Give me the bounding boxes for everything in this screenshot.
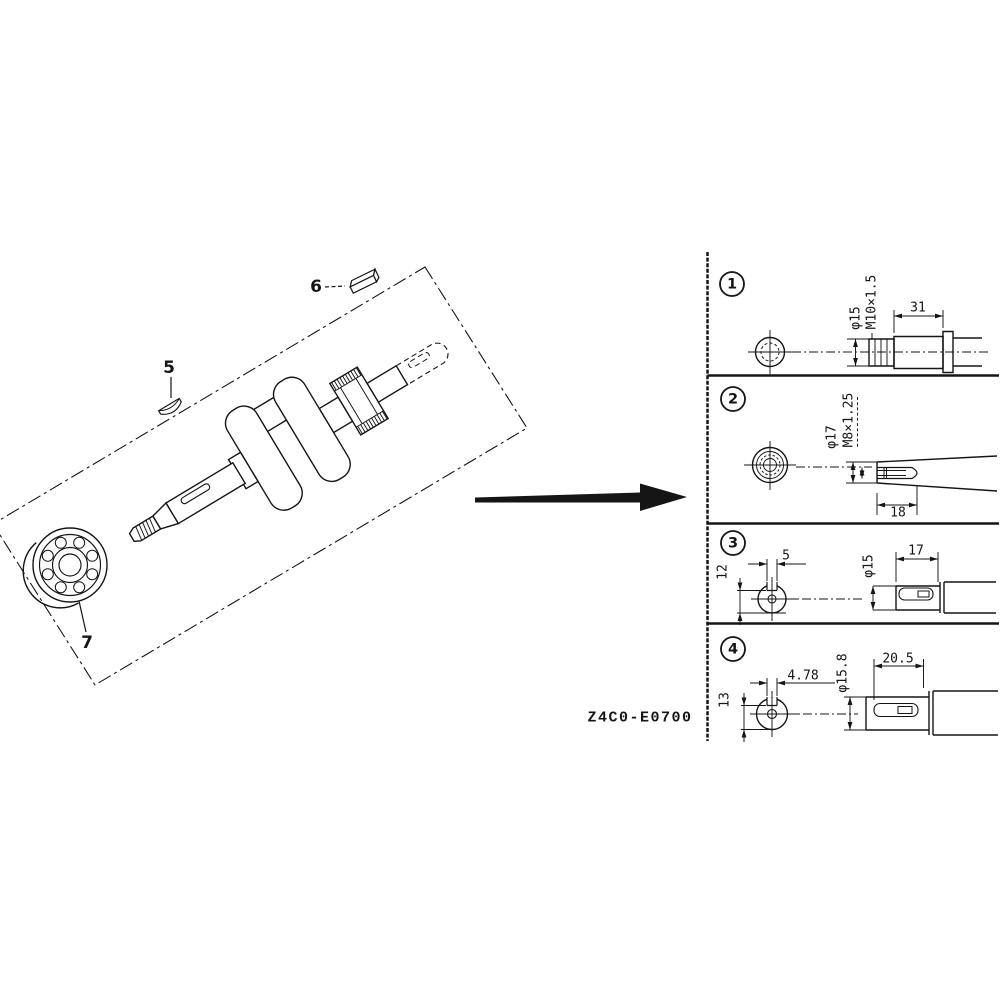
section-3-end-view — [737, 559, 862, 625]
section-4-dim-key-length: 20.5 — [882, 652, 913, 667]
section-1-end-view — [748, 330, 792, 374]
view-boundary — [0, 266, 528, 686]
square-key — [349, 267, 380, 294]
bearing-balls — [41, 536, 99, 594]
section-4-dim-diameter: φ15.8 — [836, 653, 851, 692]
section-2-dim-diameter: φ17 — [825, 425, 840, 448]
crank-web-rear — [272, 376, 351, 483]
section-1-badge: 1 — [719, 271, 745, 297]
woodruff-key — [157, 397, 182, 415]
section-3-dim-key-length: 17 — [908, 544, 924, 559]
journal-keyway — [180, 483, 211, 505]
figure-code: Z4C0-E0700 — [587, 710, 692, 727]
detail-section-1: 1 φ15 M10×1.5 31 — [719, 271, 990, 374]
section-1-dim-diameter: φ15 — [849, 306, 864, 329]
front-journal — [165, 461, 247, 525]
section-2-dim-depth: 18 — [890, 506, 906, 521]
section-4-dim-key-width: 4.78 — [787, 669, 818, 684]
section-3-dim-key-offset: 12 — [716, 564, 731, 580]
callout-6: 6 — [310, 277, 346, 297]
section-1-side-view — [792, 310, 990, 374]
detail-arrow-icon — [475, 483, 687, 511]
threaded-tip — [128, 515, 162, 543]
callout-6-label: 6 — [310, 277, 322, 297]
section-2-dim-thread: M8×1.25 — [842, 393, 857, 448]
section-3-side-view — [870, 552, 996, 614]
section-3-badge: 3 — [720, 530, 746, 556]
section-2-end-view — [744, 441, 872, 490]
callout-5-label: 5 — [163, 358, 175, 378]
crankshaft — [128, 342, 449, 543]
detail-panel: 1 φ15 M10×1.5 31 — [706, 252, 999, 742]
section-2-number: 2 — [728, 392, 738, 408]
ball-bearing — [22, 527, 108, 609]
section-2-side-view — [846, 397, 998, 515]
section-3-dim-key-width: 5 — [782, 549, 790, 564]
phantom-keyway — [408, 352, 430, 369]
section-1-dim-length: 31 — [910, 301, 926, 316]
section-1-number: 1 — [727, 277, 737, 293]
section-4-badge: 4 — [720, 636, 746, 662]
section-3-number: 3 — [728, 536, 738, 552]
section-2-badge: 2 — [720, 386, 746, 412]
callout-5: 5 — [163, 358, 175, 398]
section-4-number: 4 — [728, 642, 738, 658]
detail-section-2: 2 φ17 — [720, 386, 998, 521]
section-4-end-view — [741, 678, 858, 742]
section-3-dim-diameter: φ15 — [862, 554, 877, 577]
section-4-dim-key-offset: 13 — [718, 692, 733, 708]
callout-7-label: 7 — [81, 633, 93, 653]
detail-section-3: 3 — [716, 530, 996, 625]
section-1-dim-thread: M10×1.5 — [865, 275, 880, 330]
phantom-shaft-end — [395, 342, 449, 386]
callout-7: 7 — [78, 600, 93, 653]
section-4-side-view — [844, 659, 998, 736]
detail-section-4: 4 — [718, 636, 998, 742]
exploded-view: 5 6 7 — [0, 266, 528, 686]
